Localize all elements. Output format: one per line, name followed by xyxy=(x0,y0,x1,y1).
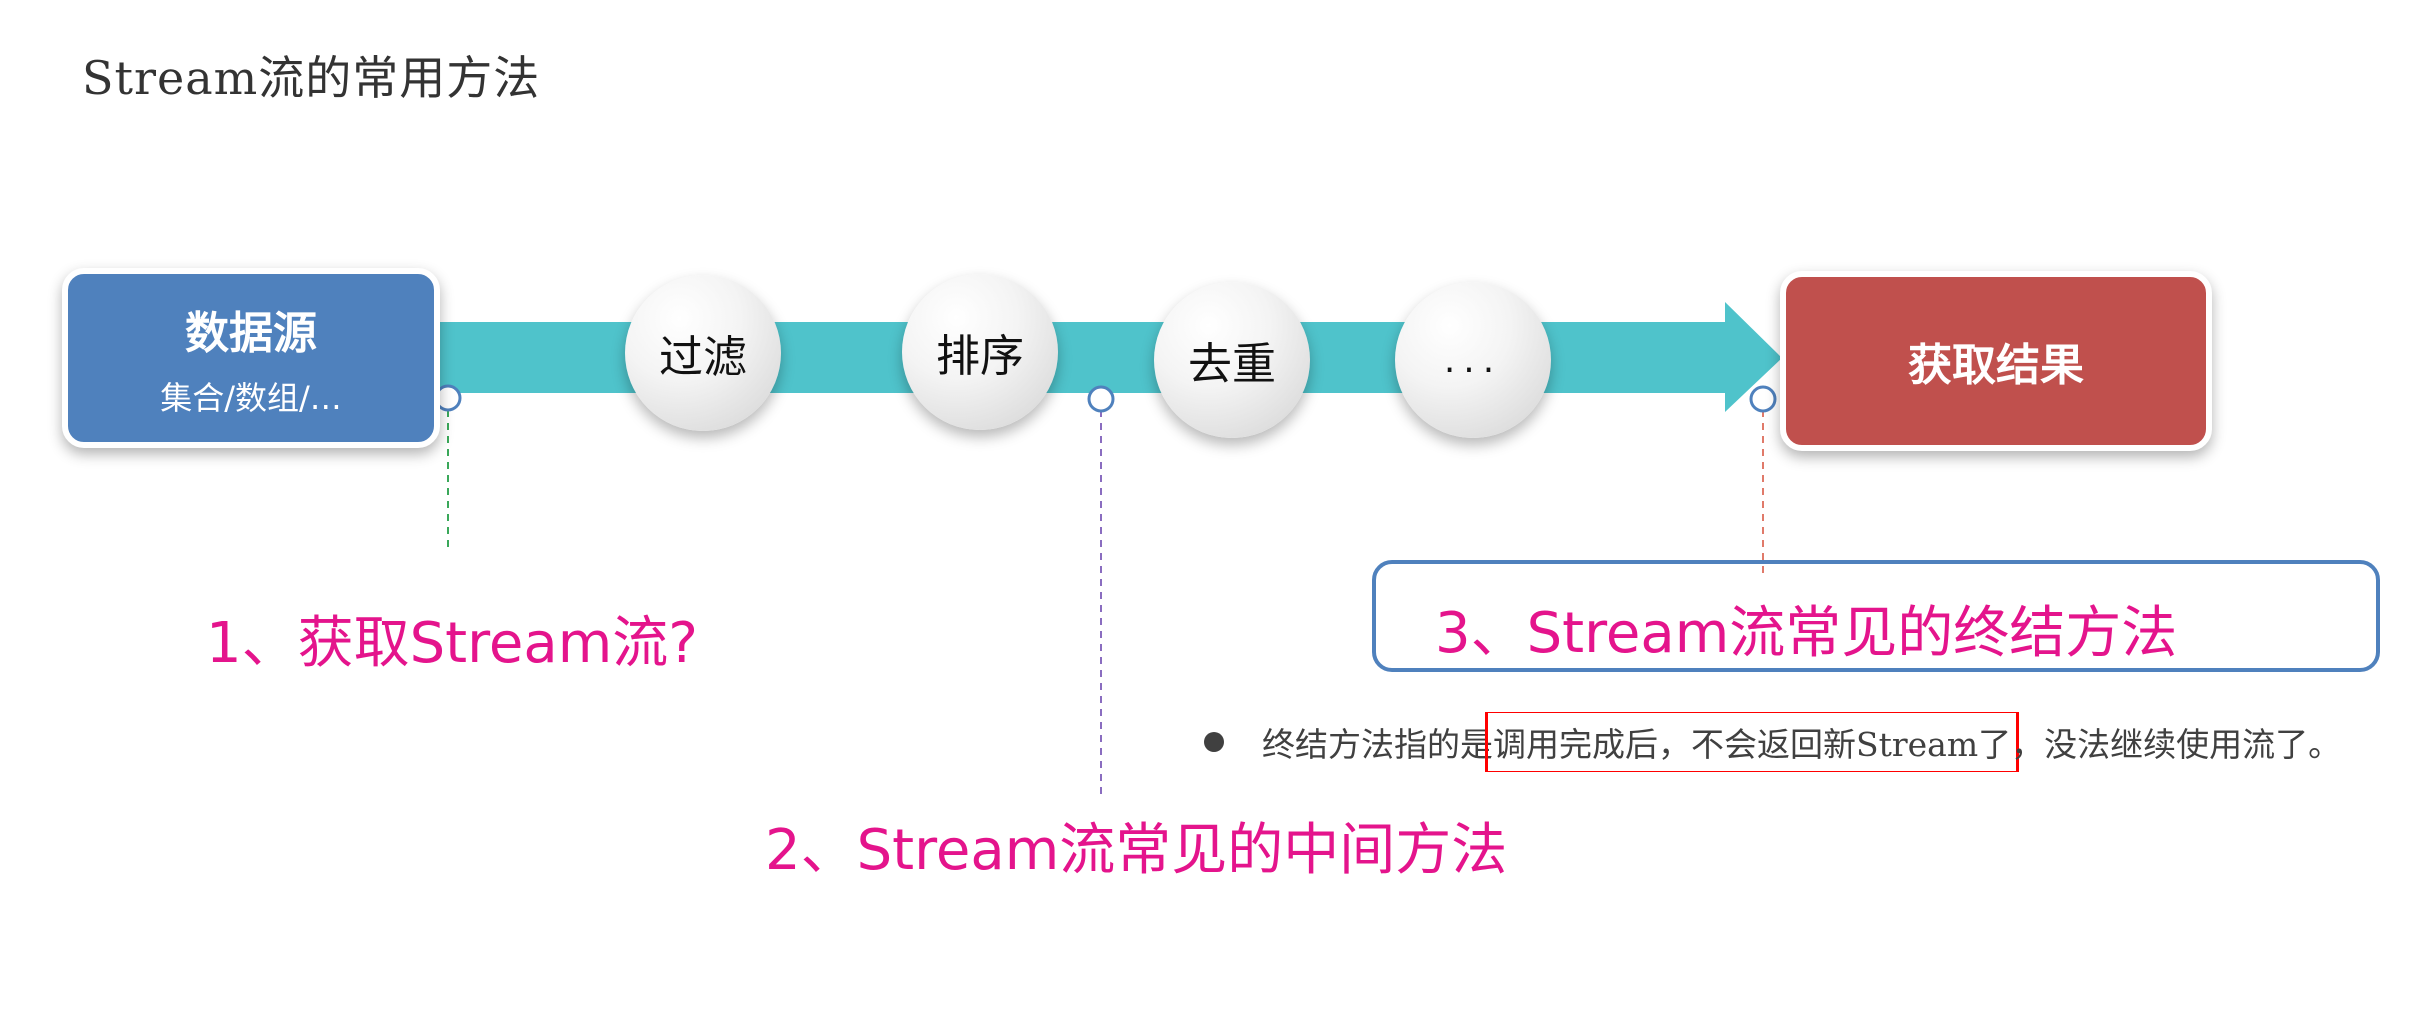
result-box: 获取结果 xyxy=(1780,271,2212,451)
note-text-after: ，没法继续使用流了。 xyxy=(2011,725,2342,764)
result-title: 获取结果 xyxy=(1908,340,2084,391)
data-source-title: 数据源 xyxy=(185,308,317,359)
step-sort: 排序 xyxy=(902,274,1058,430)
annotation-intermediate-methods: 2、Stream流常见的中间方法 xyxy=(765,818,1508,883)
bullet-dot xyxy=(1204,732,1224,752)
data-source-box: 数据源 集合/数组/… xyxy=(62,268,440,448)
step-more: ... xyxy=(1395,282,1551,438)
step-filter: 过滤 xyxy=(625,275,781,431)
data-source-subtitle: 集合/数组/… xyxy=(160,379,342,417)
note-text-before: 终结方法指的是 xyxy=(1262,725,1493,764)
annotation-terminal-frame xyxy=(1372,560,2380,672)
terminal-note: 终结方法指的是 调用完成后，不会返回新Stream了 ，没法继续使用流了。 xyxy=(1204,712,2430,772)
connector-dot-2 xyxy=(1087,385,1115,413)
step-dedup: 去重 xyxy=(1154,282,1310,438)
connector-dot-3 xyxy=(1749,385,1777,413)
annotation-get-stream: 1、获取Stream流? xyxy=(206,611,698,676)
annotation-terminal-methods: 3、Stream流常见的终结方法 xyxy=(1435,601,2178,666)
page-title: Stream流的常用方法 xyxy=(82,51,541,105)
note-text-highlight: 调用完成后，不会返回新Stream了 xyxy=(1484,712,2020,772)
